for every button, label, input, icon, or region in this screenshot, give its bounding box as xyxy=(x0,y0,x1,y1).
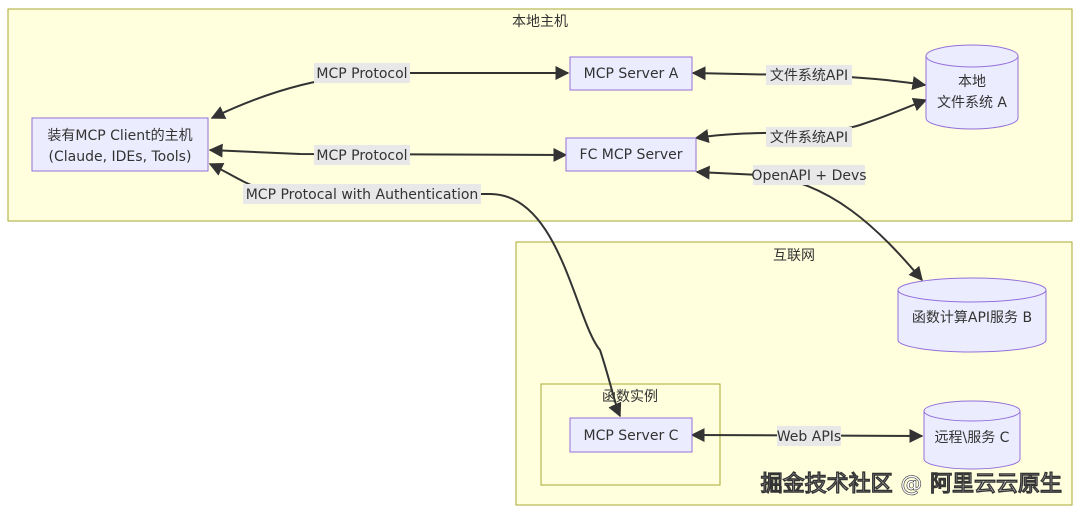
edge-label-client-to-a: MCP Protocol xyxy=(316,66,407,82)
node-remote-service-c: 远程\服务 C xyxy=(923,400,1021,470)
node-fc-mcp-server: FC MCP Server xyxy=(565,137,697,172)
node-server-c-label: MCP Server C xyxy=(584,428,679,444)
node-server-a-label: MCP Server A xyxy=(584,66,679,82)
cluster-internet-title: 互联网 xyxy=(773,248,815,264)
edge-label-c-to-remote: Web APIs xyxy=(777,429,841,445)
node-mcp-server-a: MCP Server A xyxy=(569,56,693,91)
node-fc-api-service-b: 函数计算API服务 B xyxy=(897,277,1047,353)
node-remote-label: 远程\服务 C xyxy=(935,430,1010,446)
edge-label-client-to-c: MCP Protocal with Authentication xyxy=(246,187,479,203)
node-local-fs-line1: 本地 xyxy=(958,74,986,90)
node-local-fs-line2: 文件系统 A xyxy=(937,95,1007,111)
node-client-line1: 装有MCP Client的主机 xyxy=(47,128,192,144)
watermark-text: 掘金技术社区 @ 阿里云云原生 xyxy=(761,471,1062,497)
cluster-local-host-title: 本地主机 xyxy=(512,14,568,30)
edge-label-fc-to-fs: 文件系统API xyxy=(770,130,848,146)
node-fc-server-label: FC MCP Server xyxy=(580,147,683,163)
node-mcp-server-c: MCP Server C xyxy=(569,417,693,453)
edge-client-to-fc-server xyxy=(208,143,568,162)
edge-labels: MCP Protocol MCP Protocol MCP Protocal w… xyxy=(243,63,867,446)
cluster-function-instance-title: 函数实例 xyxy=(602,389,658,405)
cluster-local-host: 本地主机 xyxy=(7,8,1073,222)
node-mcp-client-host: 装有MCP Client的主机 (Claude, IDEs, Tools) xyxy=(31,117,209,172)
edge-label-client-to-fc: MCP Protocol xyxy=(316,148,407,164)
edge-label-fc-to-b: OpenAPI + Devs xyxy=(751,168,866,184)
node-client-line2: (Claude, IDEs, Tools) xyxy=(49,149,192,165)
edge-label-a-to-fs: 文件系统API xyxy=(770,68,848,84)
node-local-filesystem-a: 本地 文件系统 A xyxy=(925,44,1019,130)
node-fc-api-label: 函数计算API服务 B xyxy=(912,310,1032,326)
